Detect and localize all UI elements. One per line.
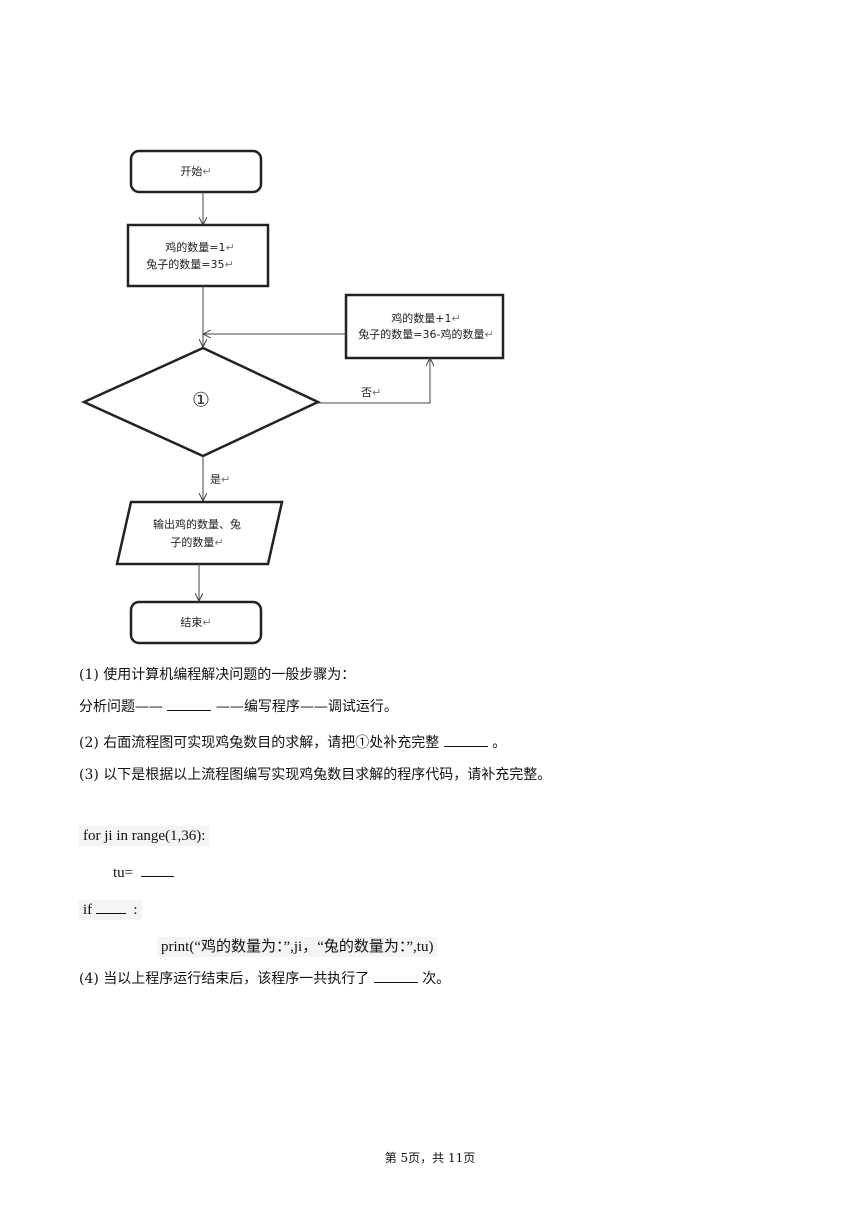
arrow-no-branch — [318, 359, 430, 404]
svg-text:鸡的数量+1↵: 鸡的数量+1↵ — [391, 311, 460, 325]
code-blank-if[interactable] — [95, 901, 126, 914]
svg-text:结束↵: 结束↵ — [180, 616, 211, 629]
start-node: 开始↵ — [129, 149, 263, 194]
question-1: (1) 使用计算机编程解决问题的一般步骤为： — [79, 667, 356, 683]
decision-node: ① — [80, 346, 321, 458]
answer-blank-4[interactable] — [373, 970, 418, 983]
question-2: (2) 右面流程图可实现鸡兔数目的求解，请把①处补充完整 。 — [79, 734, 507, 751]
svg-text:子的数量↵: 子的数量↵ — [170, 535, 223, 549]
code-line-print: print(“鸡的数量为：”,ji，“兔的数量为：”,tu) — [157, 937, 438, 957]
answer-blank-2[interactable] — [443, 734, 488, 747]
page-footer: 第 5页，共 11页 — [384, 1151, 476, 1165]
end-node: 结束↵ — [129, 600, 263, 645]
code-line-tu: tu= — [113, 864, 174, 882]
svg-text:输出鸡的数量、兔: 输出鸡的数量、兔 — [153, 517, 241, 531]
update-process: 鸡的数量+1↵ 兔子的数量=36-鸡的数量↵ — [344, 293, 505, 360]
end-label: 结束 — [180, 616, 202, 629]
no-label: 否↵ — [361, 386, 381, 399]
svg-text:鸡的数量=1↵: 鸡的数量=1↵ — [165, 240, 234, 254]
code-blank-tu[interactable] — [140, 864, 174, 877]
svg-text:兔子的数量=36-鸡的数量↵: 兔子的数量=36-鸡的数量↵ — [358, 327, 493, 341]
init-process: 鸡的数量=1↵ 兔子的数量=35↵ — [126, 223, 270, 288]
code-line-if: if : — [79, 900, 142, 920]
question-3: (3) 以下是根据以上流程图编写实现鸡兔数目求解的程序代码，请补充完整。 — [79, 767, 552, 783]
condition-placeholder: ① — [192, 388, 210, 412]
question-4: (4) 当以上程序运行结束后，该程序一共执行了 次。 — [79, 970, 451, 987]
output-node: 输出鸡的数量、兔 子的数量↵ — [115, 500, 284, 566]
start-label: 开始 — [180, 164, 202, 178]
code-line-for: for ji in range(1,36): — [79, 826, 210, 846]
question-1-steps: 分析问题—— ——编写程序——调试运行。 — [79, 698, 398, 715]
yes-label: 是↵ — [210, 473, 230, 486]
svg-text:开始↵: 开始↵ — [180, 164, 211, 178]
flowchart: 开始↵ 鸡的数量=1↵ 兔子的数量=35↵ 鸡的数量+1↵ 兔子的数量=36-鸡… — [80, 149, 505, 645]
answer-blank-1[interactable] — [167, 698, 212, 711]
svg-text:兔子的数量=35↵: 兔子的数量=35↵ — [146, 257, 233, 271]
